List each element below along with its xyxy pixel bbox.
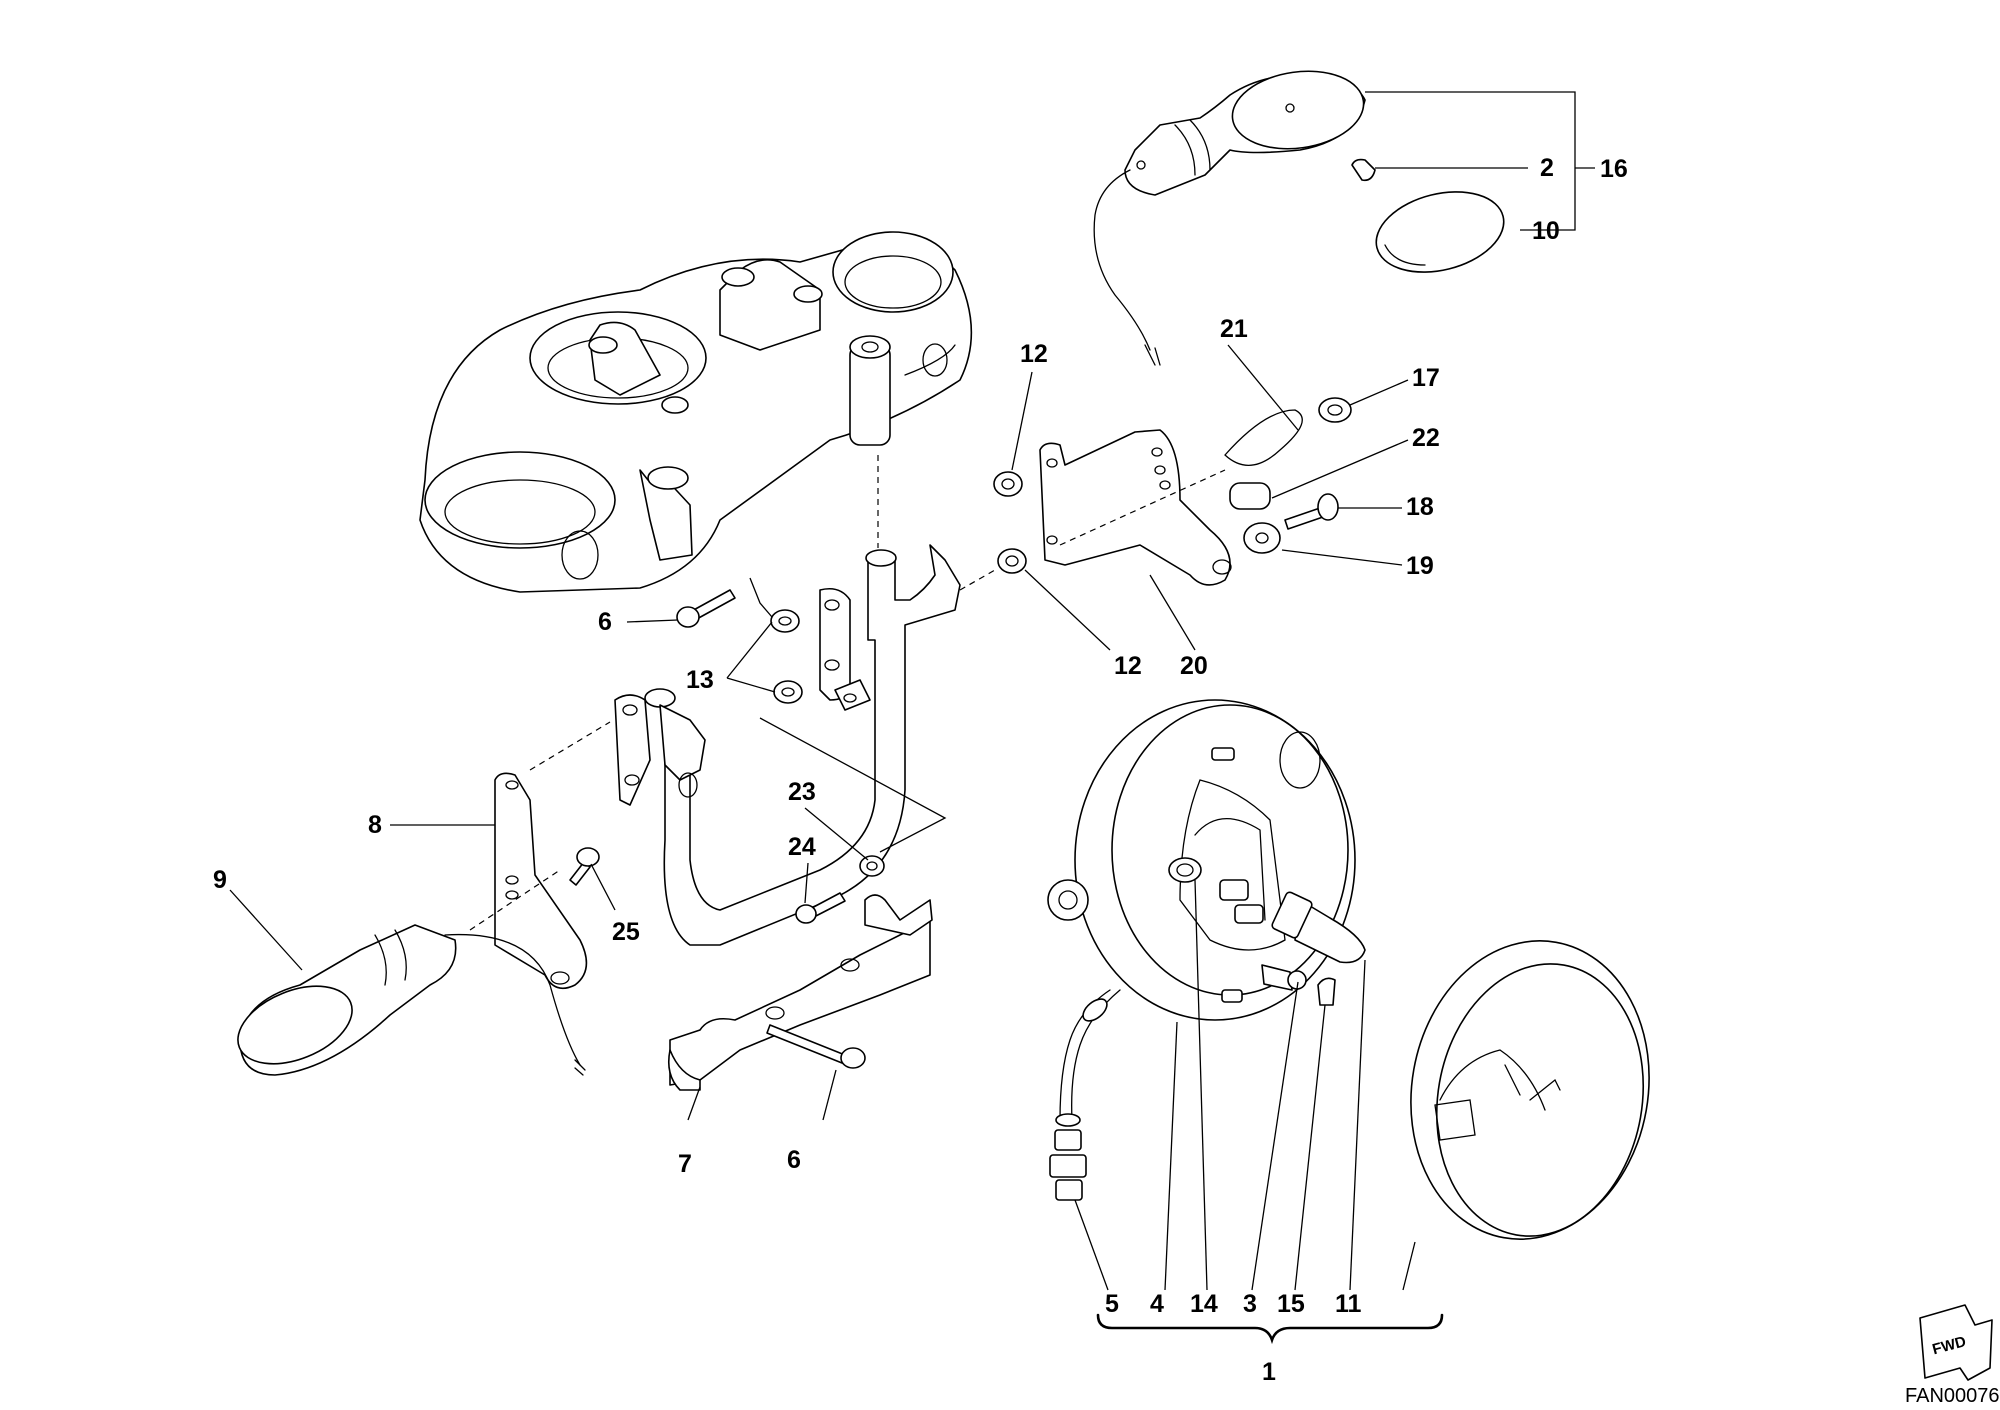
assembly-lines <box>469 455 1226 931</box>
callout-13: 13 <box>686 666 714 694</box>
callout-12-upper: 12 <box>1020 340 1048 368</box>
callout-21: 21 <box>1220 315 1248 343</box>
callout-9: 9 <box>213 866 227 894</box>
rubber-grommet-17 <box>1318 397 1352 423</box>
spacer-12-upper <box>993 471 1023 497</box>
callout-7: 7 <box>678 1150 692 1178</box>
parking-bulb <box>1317 977 1336 1006</box>
callout-19: 19 <box>1406 552 1434 580</box>
headlight-support-bracket <box>614 544 961 946</box>
headlight-wiring <box>1055 989 1121 1127</box>
callout-10: 10 <box>1532 217 1560 245</box>
callout-labels: 1 2 3 4 5 6 6 7 8 9 10 11 12 12 13 14 15… <box>213 154 1628 1386</box>
assembly-brace <box>1096 1313 1444 1345</box>
turn-signal-lens <box>1375 191 1505 273</box>
screw-18 <box>1284 493 1339 530</box>
callout-6-upper: 6 <box>598 608 612 636</box>
drawing-code: FAN00076 <box>1905 1385 2000 1407</box>
screw-6-lower <box>766 1024 866 1069</box>
callout-1: 1 <box>1262 1358 1276 1386</box>
callout-24: 24 <box>788 833 816 861</box>
wiring-connector <box>1049 1129 1087 1201</box>
leader-lines <box>229 91 1595 1291</box>
forward-direction-badge: FWD <box>1919 1304 1993 1381</box>
rubber-pad-22 <box>1229 482 1271 510</box>
callout-17: 17 <box>1412 364 1440 392</box>
callout-20: 20 <box>1180 652 1208 680</box>
headlight-shell <box>1047 699 1356 1021</box>
screw-24 <box>795 892 846 924</box>
lower-bracket <box>667 894 933 1091</box>
callout-23: 23 <box>788 778 816 806</box>
callout-3: 3 <box>1243 1290 1257 1318</box>
grommet-13-lower <box>773 680 803 704</box>
callout-12-lower: 12 <box>1114 652 1142 680</box>
grommet-13-upper <box>770 609 800 633</box>
o-ring-21 <box>1224 409 1303 467</box>
callout-4: 4 <box>1150 1290 1164 1318</box>
turn-signal-bulb <box>1351 158 1376 182</box>
washer-19 <box>1243 522 1281 554</box>
headlight-bulb <box>1271 891 1366 964</box>
left-signal-bracket <box>494 772 588 990</box>
left-turn-signal <box>237 924 586 1076</box>
mounting-bracket <box>1039 429 1232 586</box>
callout-15: 15 <box>1277 1290 1305 1318</box>
callout-5: 5 <box>1105 1290 1119 1318</box>
screw-6-upper <box>676 589 736 628</box>
callout-22: 22 <box>1412 424 1440 452</box>
washer-23 <box>859 855 885 877</box>
callout-25: 25 <box>612 918 640 946</box>
upper-triple-clamp <box>419 231 973 593</box>
spacer-12-lower <box>997 548 1027 574</box>
callout-18: 18 <box>1406 493 1434 521</box>
right-turn-signal <box>1093 70 1366 366</box>
callout-11: 11 <box>1335 1290 1362 1318</box>
headlight-lens <box>1410 940 1650 1240</box>
screw-25 <box>569 847 600 886</box>
callout-2: 2 <box>1540 154 1554 182</box>
callout-6-lower: 6 <box>787 1146 801 1174</box>
callout-16: 16 <box>1600 155 1628 183</box>
callout-8: 8 <box>368 811 382 839</box>
bulb-socket <box>1261 964 1307 991</box>
callout-14: 14 <box>1190 1290 1218 1318</box>
